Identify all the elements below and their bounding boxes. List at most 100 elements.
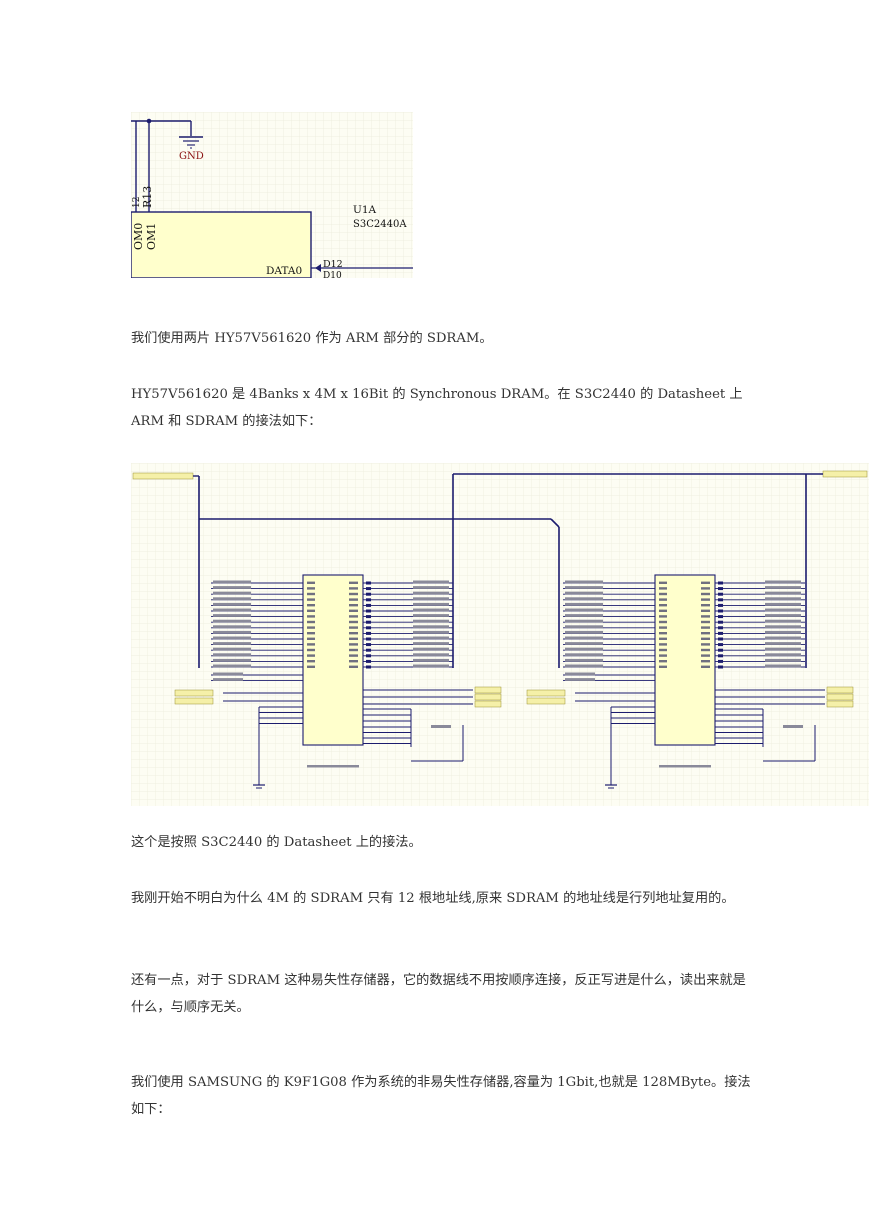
pin-name: [307, 665, 315, 668]
pin-name: [701, 581, 710, 584]
data-pin-marker-icon: [366, 598, 371, 602]
data-pin-marker-icon: [718, 609, 723, 613]
address-pin-label: [213, 591, 251, 595]
data-pin-label: [413, 619, 449, 623]
data-pin-marker-icon: [366, 587, 371, 591]
address-pin-label: [213, 602, 251, 606]
net-label: [822, 470, 868, 478]
data-pin-label: [765, 614, 801, 617]
data-pin-label: [413, 602, 449, 606]
pin-name: [349, 660, 358, 663]
pin-arrow-icon: [315, 264, 321, 272]
data-pin-marker-icon: [718, 665, 723, 669]
data-pin-label: [413, 591, 449, 595]
data-pin-marker-icon: [366, 603, 371, 607]
data-pin-label: [413, 597, 449, 601]
data-pin-label: [413, 614, 449, 617]
pin-name: [307, 604, 315, 607]
address-pin-label: [213, 625, 251, 629]
data-pin-label: [765, 647, 801, 651]
pin-name: [307, 620, 315, 624]
data-pin-label: [413, 658, 449, 662]
address-pin-label: [565, 597, 603, 601]
bank-pin-label: [213, 672, 243, 676]
data-pin-label: [413, 642, 449, 645]
paragraph-5: 还有一点，对于 SDRAM 这种易失性存储器，它的数据线不用按顺序连接，反正写进…: [131, 973, 746, 1015]
data-pin-marker-icon: [718, 631, 723, 635]
pin-name: [307, 598, 315, 601]
address-pin-label: [565, 630, 603, 634]
data-pin-marker-icon: [718, 615, 723, 619]
pin-name: [307, 648, 315, 652]
pin-name: [701, 632, 710, 635]
pin-name: [659, 626, 667, 629]
pin-om0-label: OM0: [132, 223, 145, 250]
data-pin-label: [765, 597, 801, 601]
data-pin-label: [765, 608, 801, 612]
pin-name: [349, 648, 358, 652]
address-pin-label: [565, 602, 603, 606]
data-pin-label: [765, 591, 801, 595]
data-pin-marker-icon: [718, 620, 723, 624]
pin-name: [659, 654, 667, 657]
pin-name: [307, 615, 315, 618]
address-pin-label: [213, 653, 251, 657]
bank-pin-label: [565, 672, 595, 676]
svg-text:D10: D10: [323, 271, 342, 278]
data-pin-marker-icon: [366, 643, 371, 647]
pin-name: [349, 609, 358, 612]
data-pin-marker-icon: [366, 615, 371, 619]
pin-name: [659, 587, 667, 590]
paragraph-1: 我们使用两片 HY57V561620 作为 ARM 部分的 SDRAM。: [131, 331, 493, 346]
address-pin-label: [213, 658, 251, 662]
pin-name: [701, 587, 710, 590]
pin-name: [307, 626, 315, 629]
address-pin-label: [213, 614, 251, 617]
pin-name: [307, 632, 315, 635]
svg-text:12: 12: [132, 197, 142, 208]
chip-part-label: S3C2440A: [353, 219, 407, 230]
data-pin-label: [765, 653, 801, 657]
bank-pin-label: [565, 678, 595, 681]
pin-name: [659, 604, 667, 607]
pin-name: [659, 643, 667, 646]
data-pin-label: [413, 630, 449, 634]
paragraph-4: 我刚开始不明白为什么 4M 的 SDRAM 只有 12 根地址线,原来 SDRA…: [131, 891, 735, 906]
net-label: [526, 689, 566, 697]
pin-name: [349, 620, 358, 624]
pin-name: [307, 660, 315, 663]
paragraph-2: HY57V561620 是 4Banks x 4M x 16Bit 的 Sync…: [131, 387, 743, 429]
data-pin-label: [413, 664, 449, 668]
chip-part-caption: [307, 765, 359, 768]
pin-name: [659, 592, 667, 596]
address-pin-label: [213, 586, 251, 589]
net-label: [174, 689, 214, 697]
address-pin-label: [565, 647, 603, 651]
address-pin-label: [213, 642, 251, 645]
pin-name: [659, 648, 667, 652]
address-pin-label: [565, 580, 603, 584]
address-pin-label: [565, 591, 603, 595]
pin-name: [659, 609, 667, 612]
data-pin-marker-icon: [718, 626, 723, 630]
data-pin-marker-icon: [718, 598, 723, 602]
data-pin-label: [765, 602, 801, 606]
data-pin-label: [765, 580, 801, 584]
address-pin-label: [565, 608, 603, 612]
address-pin-label: [565, 614, 603, 617]
pin-name: [349, 604, 358, 607]
pin-name: [659, 620, 667, 624]
pin-name: [307, 637, 315, 640]
data-pin-label: [765, 636, 801, 640]
pin-name: [701, 660, 710, 663]
data-pin-label: [413, 608, 449, 612]
data-pin-marker-icon: [366, 592, 371, 596]
pin-name: [659, 581, 667, 584]
address-pin-label: [565, 625, 603, 629]
pin-name: [659, 665, 667, 668]
data-pin-marker-icon: [366, 659, 371, 663]
pin-name: [701, 654, 710, 657]
paragraph-6: 我们使用 SAMSUNG 的 K9F1G08 作为系统的非易失性存储器,容量为 …: [131, 1075, 751, 1117]
pin-name: [349, 592, 358, 596]
pin-name: [659, 632, 667, 635]
